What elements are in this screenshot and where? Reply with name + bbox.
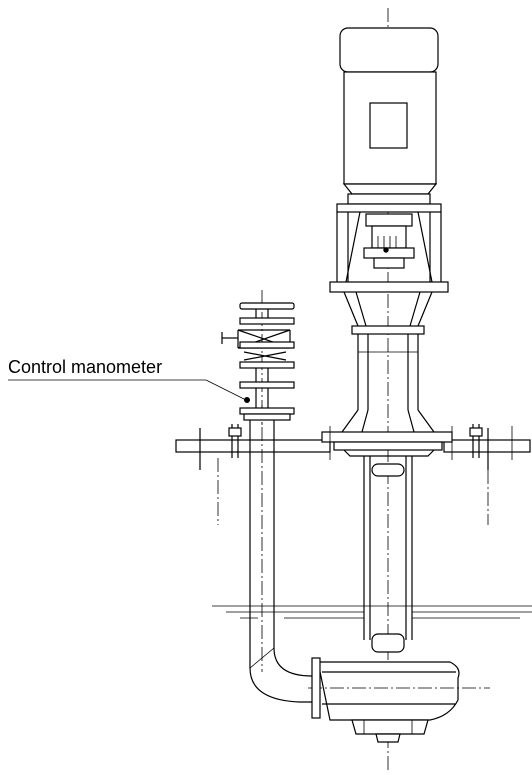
bearing-column xyxy=(341,291,435,433)
motor xyxy=(339,27,439,205)
discharge-pipe xyxy=(249,405,313,703)
manometer-leader xyxy=(8,379,250,403)
liquid-level xyxy=(212,605,532,619)
control-manometer-label: Control manometer xyxy=(8,357,163,377)
pump-casing xyxy=(308,657,490,743)
mounting-plate xyxy=(175,424,531,525)
coupling-lantern xyxy=(329,203,449,293)
valve-stack xyxy=(221,290,295,425)
shaft-column xyxy=(363,456,413,653)
